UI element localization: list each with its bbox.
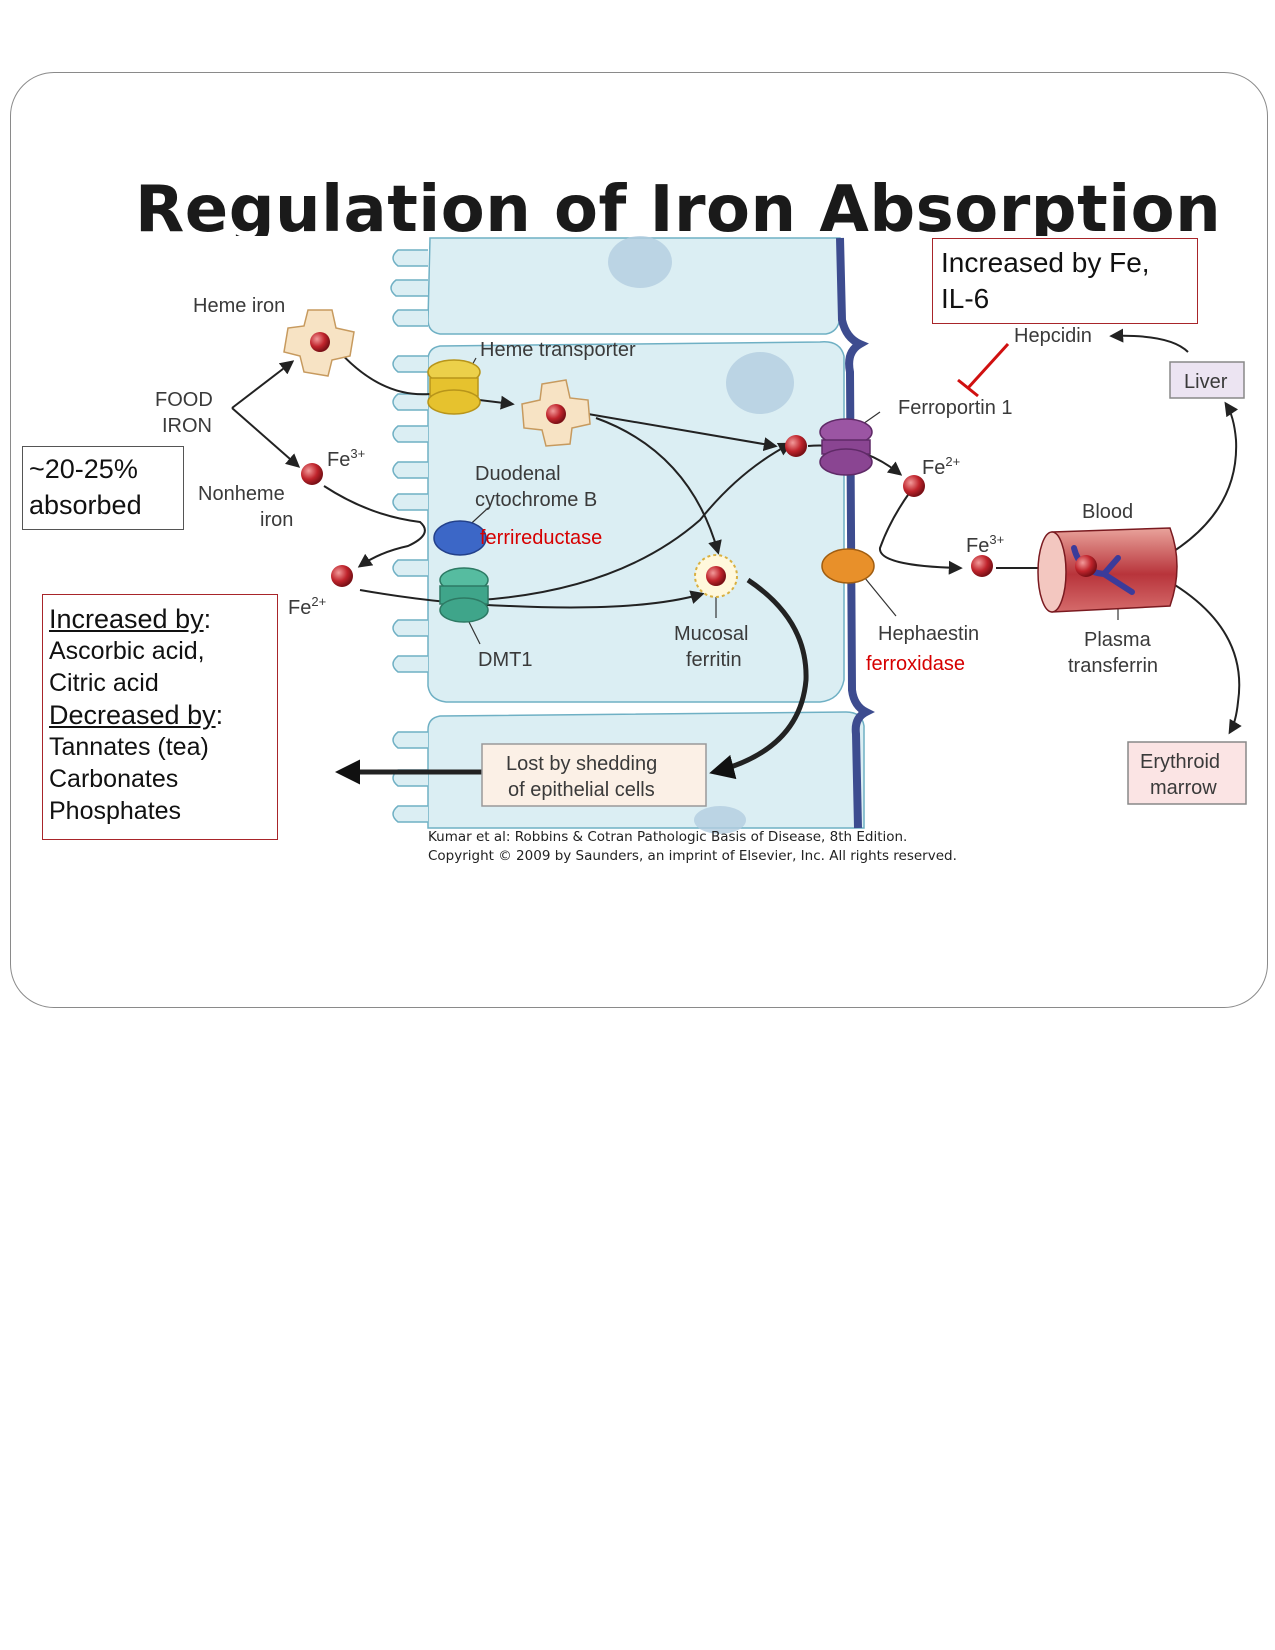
fe2-left-label: Fe2+ bbox=[288, 594, 326, 619]
hepcidin-inhibition bbox=[957, 342, 1010, 398]
iron-ions bbox=[301, 435, 993, 587]
food-iron-label-2: IRON bbox=[162, 415, 212, 437]
hephaestin-protein bbox=[821, 548, 875, 584]
ferroportin-protein bbox=[819, 418, 873, 476]
credit-line-1: Kumar et al: Robbins & Cotran Pathologic… bbox=[428, 829, 908, 845]
erythroid-marrow-box: Erythroid marrow bbox=[1127, 741, 1247, 805]
shedding-box: Lost by shedding of epithelial cells bbox=[481, 743, 707, 807]
credit-line-2: Copyright © 2009 by Saunders, an imprint… bbox=[428, 848, 957, 864]
nonheme-label-2: iron bbox=[260, 509, 293, 531]
liver-box: Liver bbox=[1169, 361, 1245, 399]
pathway-arrows bbox=[231, 328, 1242, 785]
duodenal-cytochrome-b-protein bbox=[433, 520, 487, 556]
heme-iron-molecule bbox=[283, 309, 355, 377]
fe2-right-label: Fe2+ bbox=[922, 454, 960, 479]
plasma-transferrin-label-1: Plasma bbox=[1084, 629, 1152, 651]
slide-title: Regulation of Iron Absorption bbox=[135, 173, 1222, 236]
shedding-label-2: of epithelial cells bbox=[508, 779, 655, 801]
increased-by-heading: Increased by: bbox=[49, 604, 212, 634]
marrow-label: marrow bbox=[1150, 777, 1217, 799]
heme-iron-label: Heme iron bbox=[193, 295, 285, 317]
ferroportin-label: Ferroportin 1 bbox=[898, 397, 1013, 419]
mucosal-ferritin-label-1: Mucosal bbox=[674, 623, 748, 645]
decreased-item: Tannates (tea) bbox=[49, 733, 209, 761]
ferrireductase-label: ferrireductase bbox=[480, 527, 602, 549]
nonheme-label-1: Nonheme bbox=[198, 483, 285, 505]
microvilli bbox=[390, 249, 428, 823]
mucosal-ferritin bbox=[694, 554, 738, 598]
shedding-label-1: Lost by shedding bbox=[506, 753, 657, 775]
erythroid-label: Erythroid bbox=[1140, 751, 1220, 773]
duodenal-label-2: cytochrome B bbox=[475, 489, 597, 511]
blood-vessel bbox=[1037, 527, 1178, 613]
dmt1-label: DMT1 bbox=[478, 649, 532, 671]
plasma-transferrin-label-2: transferrin bbox=[1068, 655, 1158, 677]
food-iron-label-1: FOOD bbox=[155, 389, 213, 411]
heme-transporter-protein bbox=[427, 359, 481, 415]
decreased-item: Carbonates bbox=[49, 765, 179, 793]
dmt1-protein bbox=[439, 567, 489, 623]
hepcidin-label: Hepcidin bbox=[1014, 325, 1092, 347]
liver-label: Liver bbox=[1184, 371, 1228, 393]
ferroxidase-label: ferroxidase bbox=[866, 653, 965, 675]
increased-by-fe-line1: Increased by Fe, bbox=[941, 247, 1150, 278]
increased-by-fe-line2: IL-6 bbox=[941, 283, 990, 314]
blood-label: Blood bbox=[1082, 501, 1133, 523]
fe3-left-label: Fe3+ bbox=[327, 446, 365, 471]
absorbed-text: absorbed bbox=[29, 490, 142, 520]
heme-transporter-label: Heme transporter bbox=[480, 339, 636, 361]
absorbed-box: ~20-25% absorbed bbox=[22, 446, 184, 530]
increased-item: Ascorbic acid, bbox=[49, 637, 205, 665]
figure-credit: Kumar et al: Robbins & Cotran Pathologic… bbox=[428, 828, 957, 866]
heme-in-cell-molecule bbox=[521, 379, 591, 447]
increased-item: Citric acid bbox=[49, 669, 159, 697]
decreased-by-heading: Decreased by: bbox=[49, 700, 224, 730]
fe3-right-label: Fe3+ bbox=[966, 532, 1004, 557]
hephaestin-label: Hephaestin bbox=[878, 623, 979, 645]
absorbed-percent: ~20-25% bbox=[29, 454, 138, 484]
decreased-item: Phosphates bbox=[49, 797, 182, 825]
mucosal-ferritin-label-2: ferritin bbox=[686, 649, 742, 671]
duodenal-label-1: Duodenal bbox=[475, 463, 561, 485]
increased-by-fe-box: Increased by Fe, IL-6 bbox=[932, 238, 1198, 324]
absorption-modifiers-box: Increased by: Ascorbic acid, Citric acid… bbox=[42, 594, 278, 840]
